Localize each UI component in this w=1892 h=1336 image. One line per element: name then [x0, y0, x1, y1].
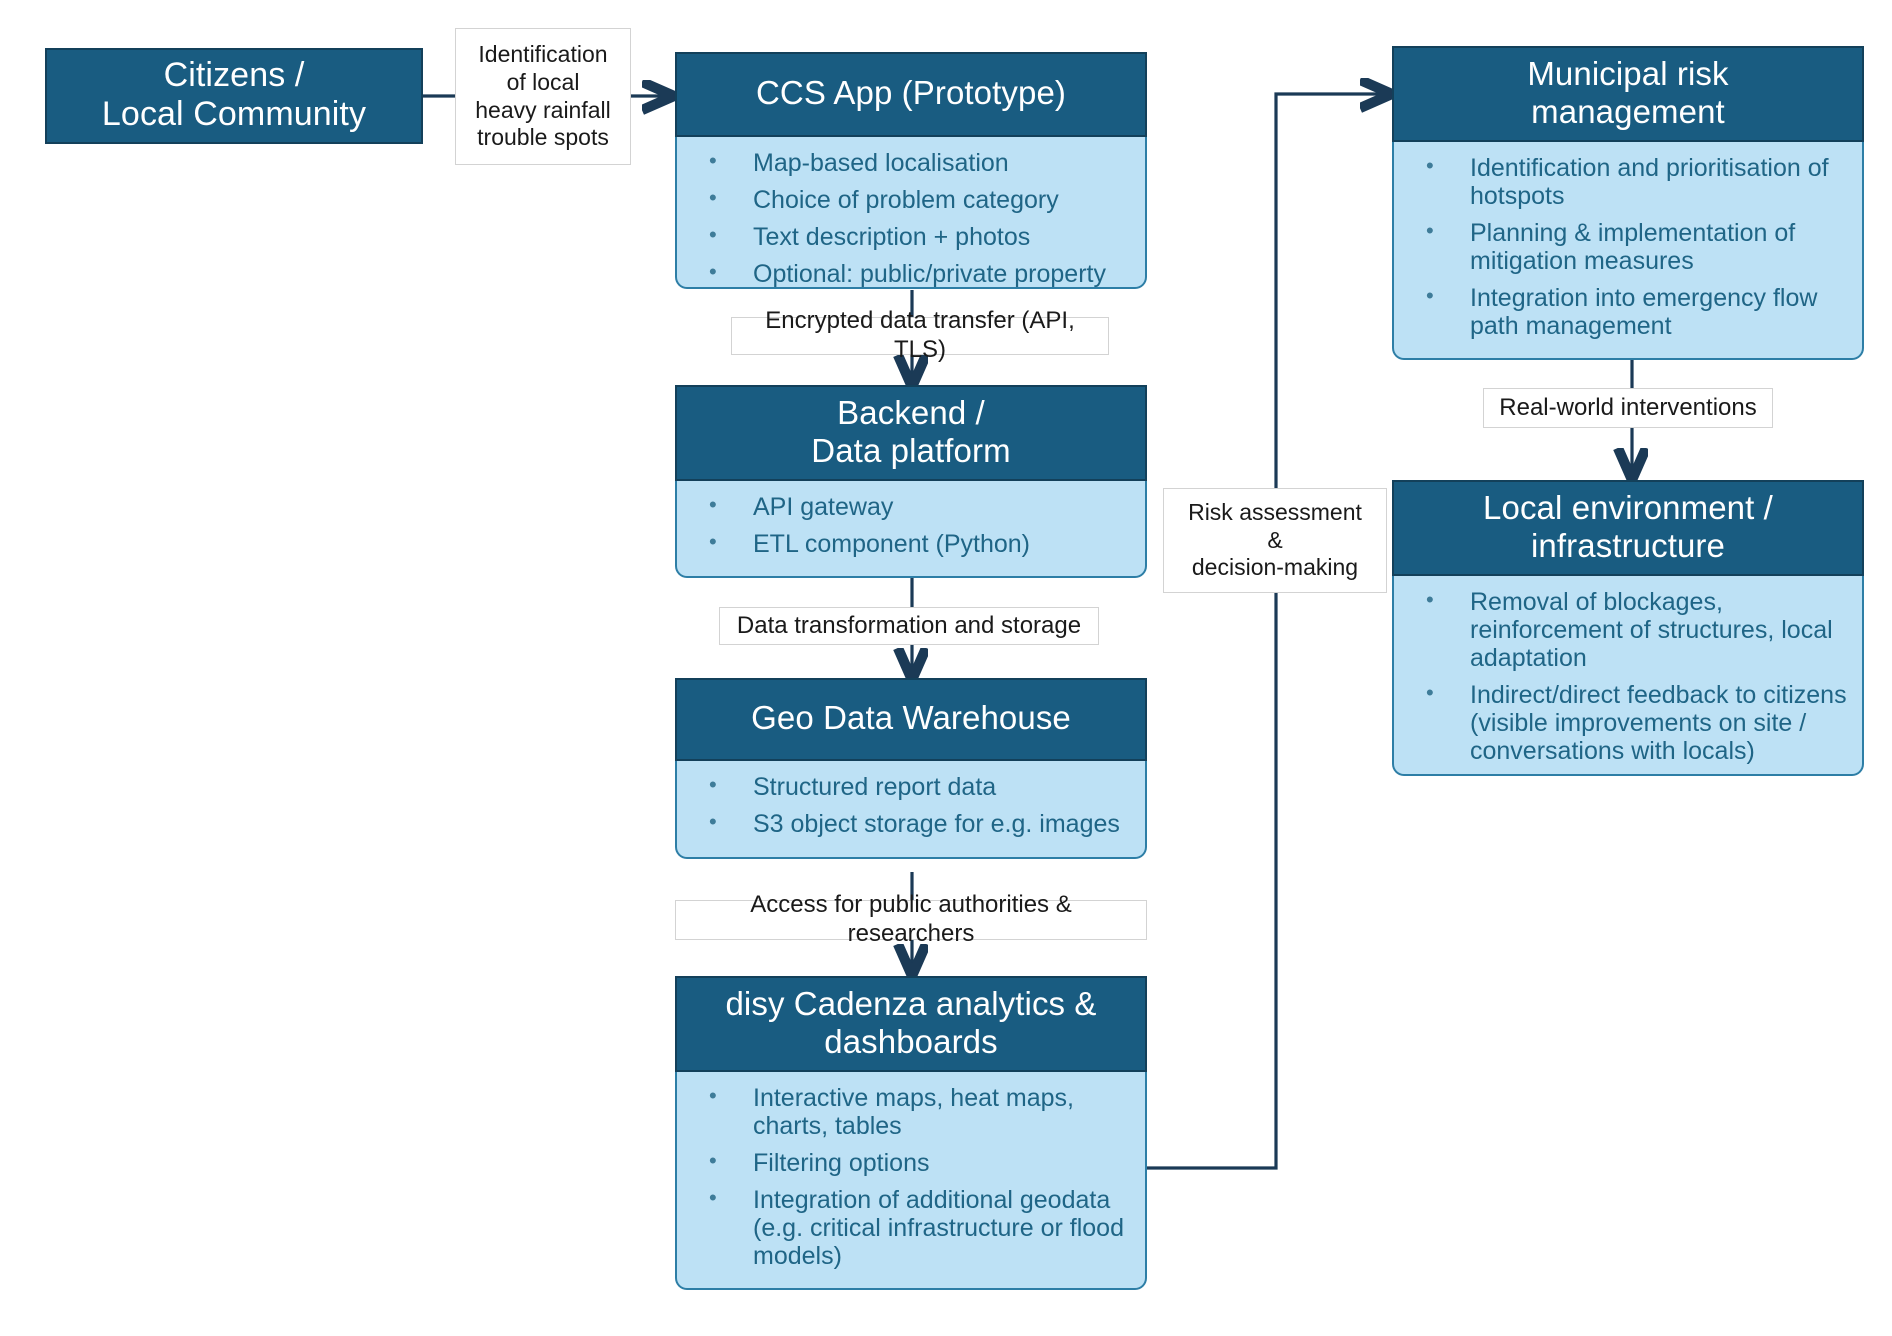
- list-item: Structured report data: [691, 772, 1131, 801]
- node-ccs-app-body: Map-based localisation Choice of problem…: [675, 137, 1147, 289]
- list-item: Text description + photos: [691, 222, 1131, 251]
- node-warehouse-title: Geo Data Warehouse: [675, 678, 1147, 761]
- list-item: Integration into emergency flow path man…: [1408, 283, 1848, 340]
- node-backend-body: API gateway ETL component (Python): [675, 481, 1147, 578]
- edge-label-access: Access for public authorities & research…: [675, 891, 1147, 947]
- edge-label-real-world: Real-world interventions: [1483, 388, 1773, 428]
- list-item: Choice of problem category: [691, 185, 1131, 214]
- node-ccs-app-bullets: Map-based localisation Choice of problem…: [691, 148, 1131, 288]
- list-item: Filtering options: [691, 1148, 1131, 1177]
- node-environment-title: Local environment /infrastructure: [1392, 480, 1864, 576]
- edge-label-identification: Identification of local heavy rainfall t…: [455, 28, 631, 165]
- node-cadenza-title: disy Cadenza analytics &dashboards: [675, 976, 1147, 1072]
- node-environment-bullets: Removal of blockages, reinforcement of s…: [1408, 587, 1848, 765]
- node-municipal-body: Identification and prioritisation of hot…: [1392, 142, 1864, 360]
- node-backend-title: Backend /Data platform: [675, 385, 1147, 481]
- node-warehouse[interactable]: Geo Data Warehouse Structured report dat…: [675, 678, 1147, 859]
- edge-label-encrypted: Encrypted data transfer (API, TLS): [731, 307, 1109, 363]
- list-item: Integration of additional geodata (e.g. …: [691, 1185, 1131, 1270]
- edge-label-risk-assessment: Risk assessment & decision-making: [1163, 488, 1387, 593]
- list-item: Map-based localisation: [691, 148, 1131, 177]
- node-ccs-app[interactable]: CCS App (Prototype) Map-based localisati…: [675, 52, 1147, 289]
- edge-label-transformation: Data transformation and storage: [719, 607, 1099, 645]
- node-environment[interactable]: Local environment /infrastructure Remova…: [1392, 480, 1864, 776]
- node-cadenza-bullets: Interactive maps, heat maps, charts, tab…: [691, 1083, 1131, 1270]
- node-ccs-app-title: CCS App (Prototype): [675, 52, 1147, 137]
- list-item: Planning & implementation of mitigation …: [1408, 218, 1848, 275]
- node-warehouse-body: Structured report data S3 object storage…: [675, 761, 1147, 859]
- list-item: ETL component (Python): [691, 529, 1131, 558]
- list-item: API gateway: [691, 492, 1131, 521]
- node-municipal-bullets: Identification and prioritisation of hot…: [1408, 153, 1848, 340]
- node-environment-body: Removal of blockages, reinforcement of s…: [1392, 576, 1864, 776]
- list-item: S3 object storage for e.g. images: [691, 809, 1131, 838]
- node-citizens[interactable]: Citizens /Local Community: [45, 48, 423, 144]
- node-cadenza-body: Interactive maps, heat maps, charts, tab…: [675, 1072, 1147, 1290]
- node-backend[interactable]: Backend /Data platform API gateway ETL c…: [675, 385, 1147, 578]
- node-backend-bullets: API gateway ETL component (Python): [691, 492, 1131, 558]
- list-item: Indirect/direct feedback to citizens (vi…: [1408, 680, 1848, 765]
- list-item: Removal of blockages, reinforcement of s…: [1408, 587, 1848, 672]
- list-item: Optional: public/private property: [691, 259, 1131, 288]
- node-cadenza[interactable]: disy Cadenza analytics &dashboards Inter…: [675, 976, 1147, 1290]
- node-citizens-title: Citizens /Local Community: [45, 48, 423, 144]
- list-item: Identification and prioritisation of hot…: [1408, 153, 1848, 210]
- node-warehouse-bullets: Structured report data S3 object storage…: [691, 772, 1131, 838]
- list-item: Interactive maps, heat maps, charts, tab…: [691, 1083, 1131, 1140]
